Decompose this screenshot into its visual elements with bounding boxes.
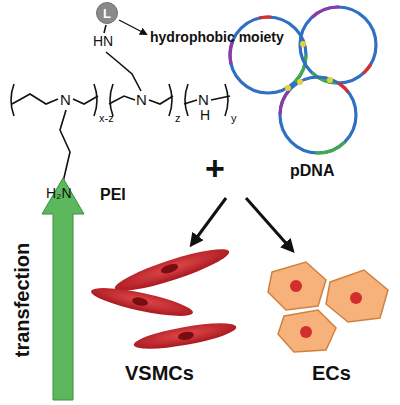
ec-cells (268, 262, 388, 352)
axis-label: transfection (11, 243, 33, 357)
atom-label: H (200, 108, 210, 123)
atom-label: H₂N (46, 186, 72, 201)
plasmid-dna (230, 7, 376, 153)
atom-label: HN (93, 34, 113, 49)
vsmc-cells (89, 242, 238, 354)
callout-text: hydrophobic moiety (150, 30, 284, 45)
cell-label: VSMCs (125, 362, 194, 384)
transfection-arrow (42, 178, 84, 400)
atom-label: N (136, 92, 147, 109)
pei-structure (11, 25, 230, 182)
plus-sign: + (205, 150, 225, 187)
atom-label: N (60, 92, 71, 109)
arrow (246, 198, 292, 250)
atom-label: N (198, 92, 209, 109)
subscript: z (175, 112, 181, 124)
plasmid-markers (285, 41, 333, 91)
ligand-circle: L (96, 2, 118, 24)
subscript: x-z (99, 112, 114, 124)
plasmid-name: pDNA (290, 162, 334, 180)
ligand-label: L (103, 7, 111, 20)
polymer-name: PEI (100, 186, 126, 204)
arrow (192, 198, 226, 244)
leader-arrow (119, 20, 146, 34)
subscript: y (231, 112, 237, 124)
cell-label: ECs (312, 362, 351, 384)
